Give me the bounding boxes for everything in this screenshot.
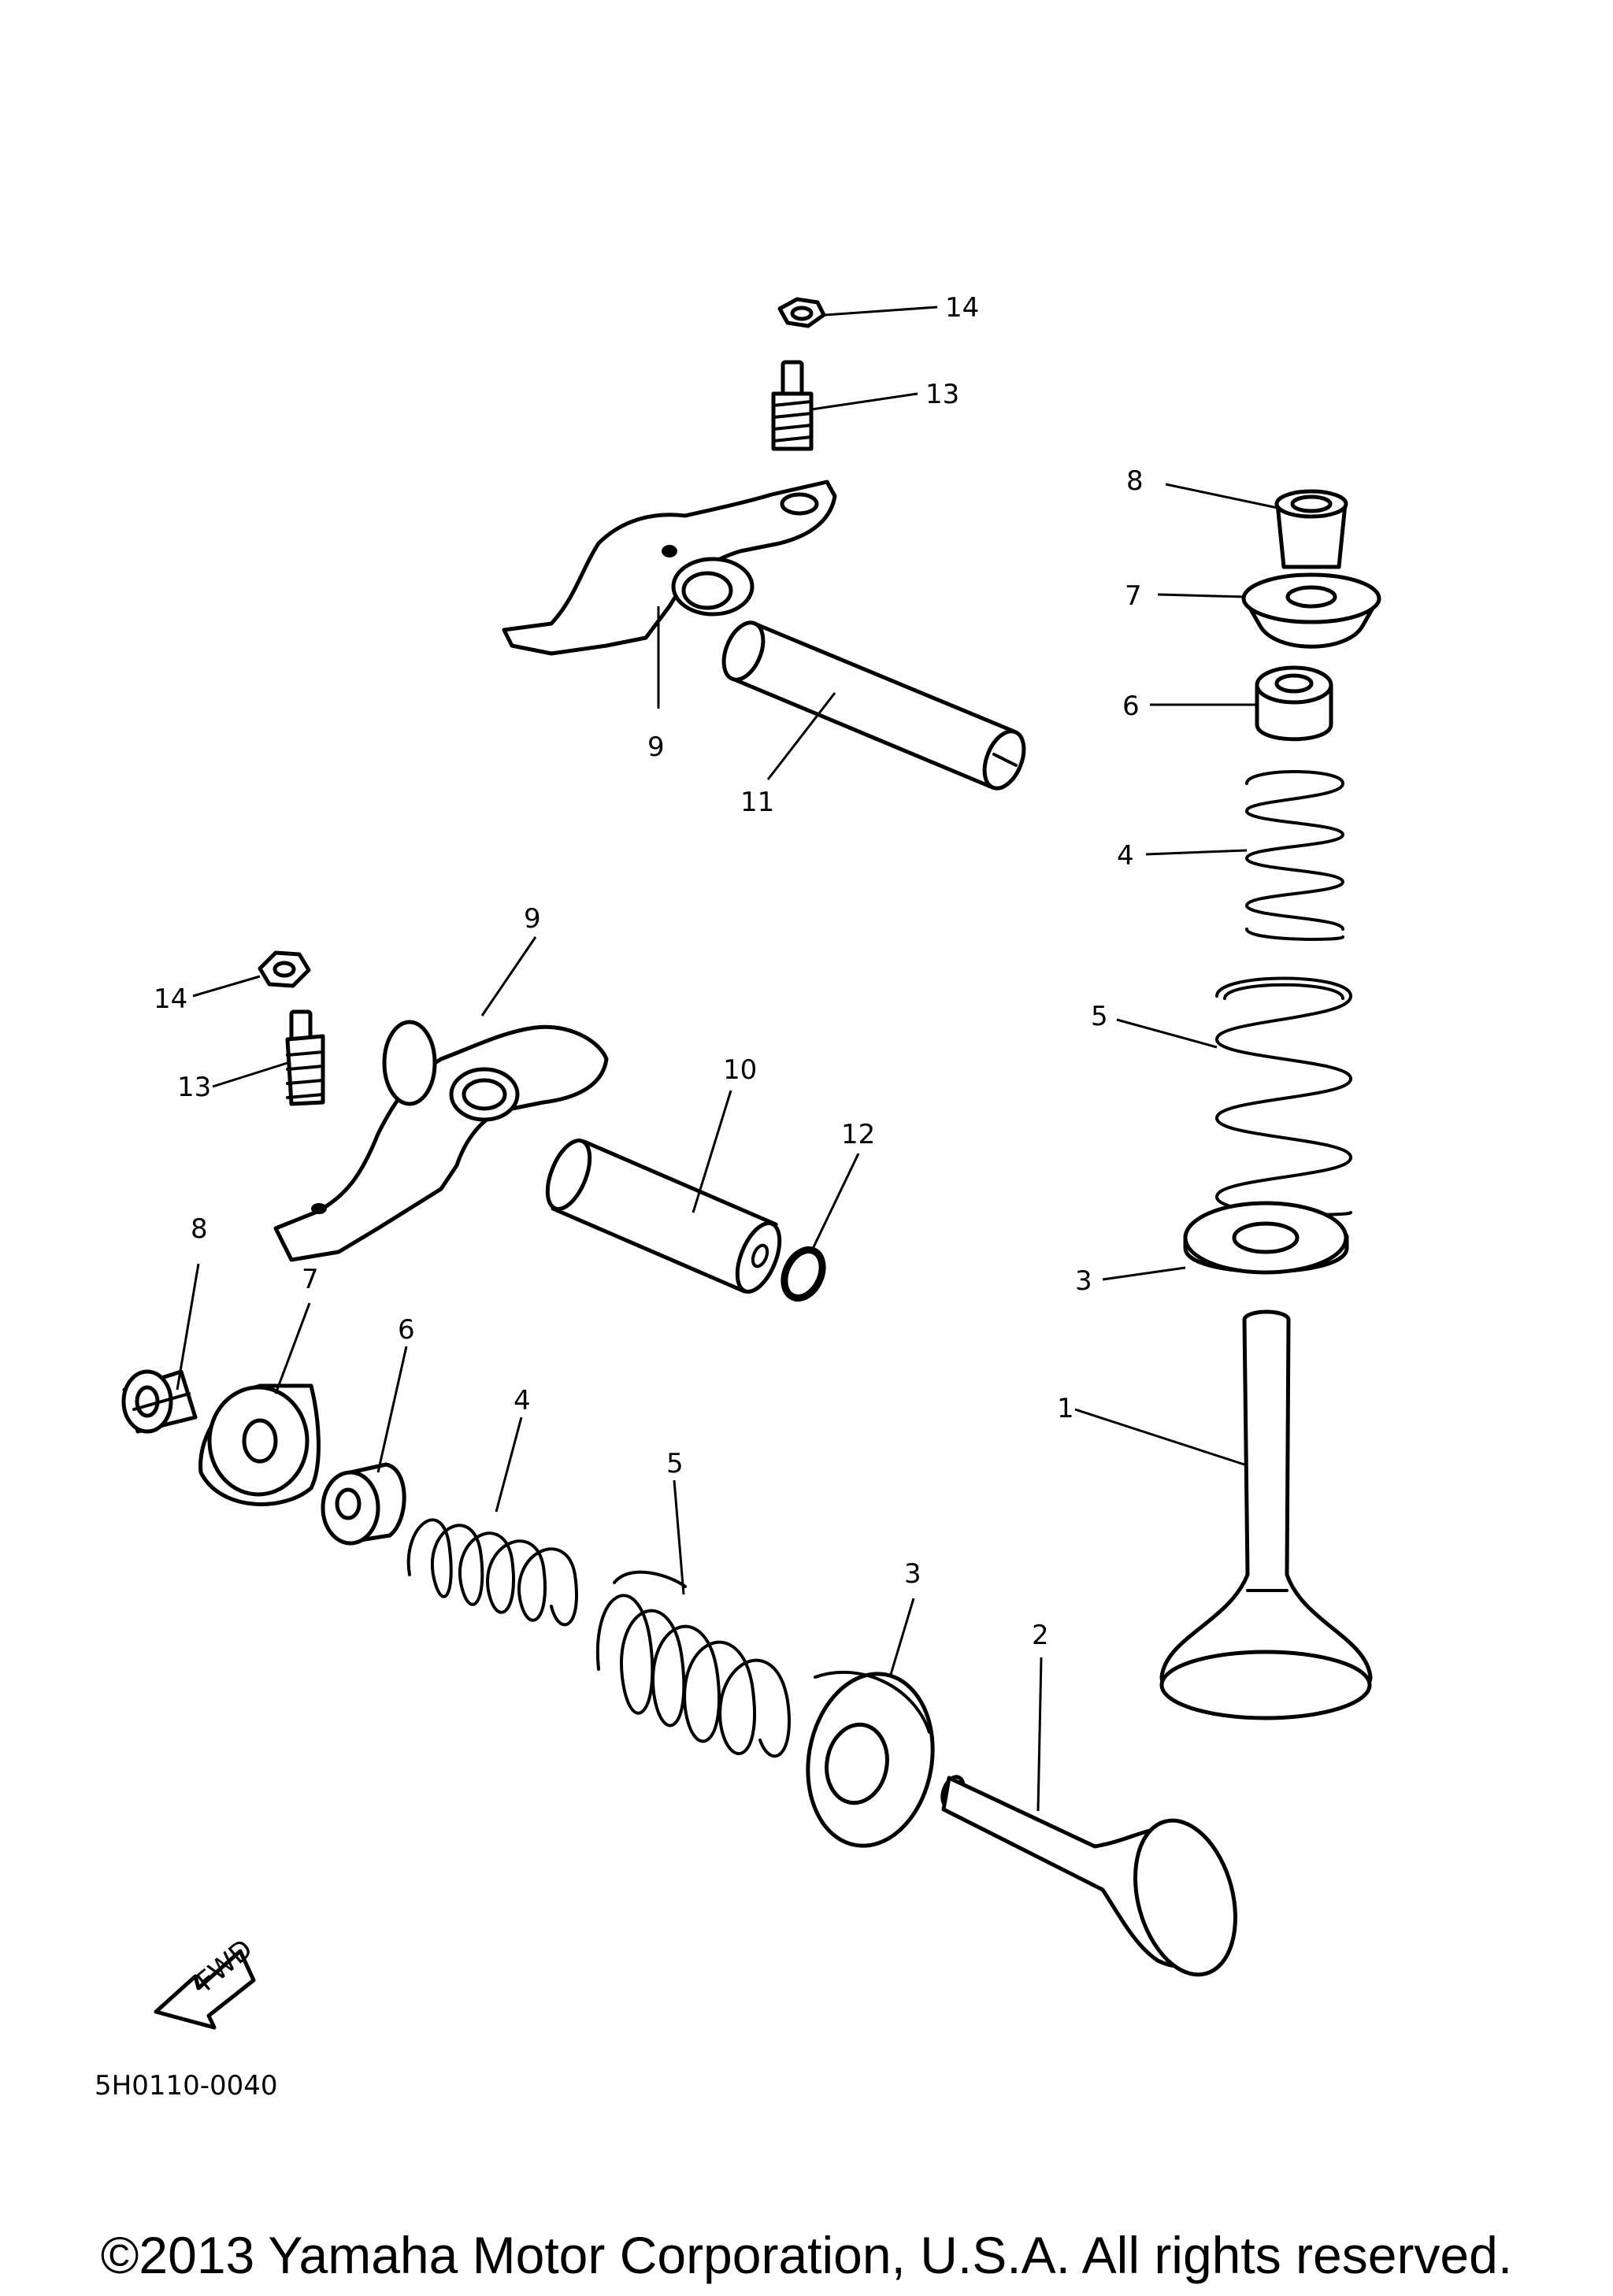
nut-14-top: [777, 297, 826, 328]
outer-valve-spring-5-left: [595, 1570, 791, 1758]
spring-seat-3-left: [806, 1670, 935, 1848]
leader-lines: [176, 306, 1278, 1812]
callout-labels: 14 13 8 7 6 9 11 4 9 14 5 10 13 12 8 3 7…: [154, 292, 1144, 1651]
callout-14-left: 14: [154, 983, 187, 1015]
callout-13-top: 13: [925, 379, 959, 410]
callout-11: 11: [740, 787, 774, 818]
outer-valve-spring-5-right: [1214, 976, 1353, 1217]
callout-5-left: 5: [666, 1448, 684, 1479]
rocker-shaft-10: [545, 1139, 782, 1294]
callout-4-right: 4: [1117, 840, 1134, 872]
callout-7-left: 7: [302, 1264, 319, 1295]
adjuster-screw-13-left: [285, 1009, 325, 1106]
inner-valve-spring-4-left: [406, 1518, 578, 1627]
valve-cotter-8-right: [1274, 489, 1348, 569]
callout-13-left: 13: [177, 1072, 211, 1103]
callout-9-top: 9: [647, 731, 665, 763]
callout-5-right: 5: [1091, 1001, 1108, 1032]
valve-retainer-7-right: [1241, 572, 1381, 649]
callout-8-left: 8: [191, 1213, 208, 1245]
callout-6-left: 6: [398, 1314, 415, 1346]
adjuster-screw-13-top: [771, 360, 814, 451]
copyright-notice: ©2013 Yamaha Motor Corporation, U.S.A. A…: [100, 2226, 1513, 2284]
callout-3-right: 3: [1075, 1265, 1092, 1297]
intake-valve-2: [940, 1775, 1237, 1977]
rocker-arm-9-mid: [273, 1020, 609, 1262]
nut-14-left: [258, 950, 311, 988]
callout-7-right: 7: [1125, 580, 1142, 612]
callout-12: 12: [841, 1119, 875, 1150]
callout-6-right: 6: [1122, 691, 1140, 722]
o-ring-12: [781, 1246, 826, 1302]
valve-retainer-7-left: [198, 1383, 321, 1506]
exhaust-valve-1: [1159, 1309, 1373, 1720]
figure-code: 5H0110-0040: [95, 2070, 278, 2102]
callout-10: 10: [723, 1054, 757, 1086]
valve-stem-seal-6-right: [1255, 665, 1333, 742]
callout-4-left: 4: [514, 1385, 531, 1416]
callout-8-right: 8: [1126, 465, 1144, 497]
valve-cotter-8-left: [121, 1369, 198, 1434]
rocker-shaft-11: [721, 620, 1026, 791]
callout-1: 1: [1057, 1393, 1074, 1424]
forward-direction-arrow-icon: FWD: [154, 1933, 259, 2030]
callout-14-top: 14: [945, 292, 979, 324]
callout-9-mid: 9: [524, 903, 541, 935]
callout-2: 2: [1032, 1620, 1049, 1651]
inner-valve-spring-4-right: [1244, 770, 1345, 941]
valve-stem-seal-6-left: [321, 1462, 406, 1546]
spring-seat-3-right: [1183, 1201, 1349, 1275]
rocker-arm-9-top: [502, 480, 837, 656]
callout-3-left: 3: [904, 1558, 921, 1590]
